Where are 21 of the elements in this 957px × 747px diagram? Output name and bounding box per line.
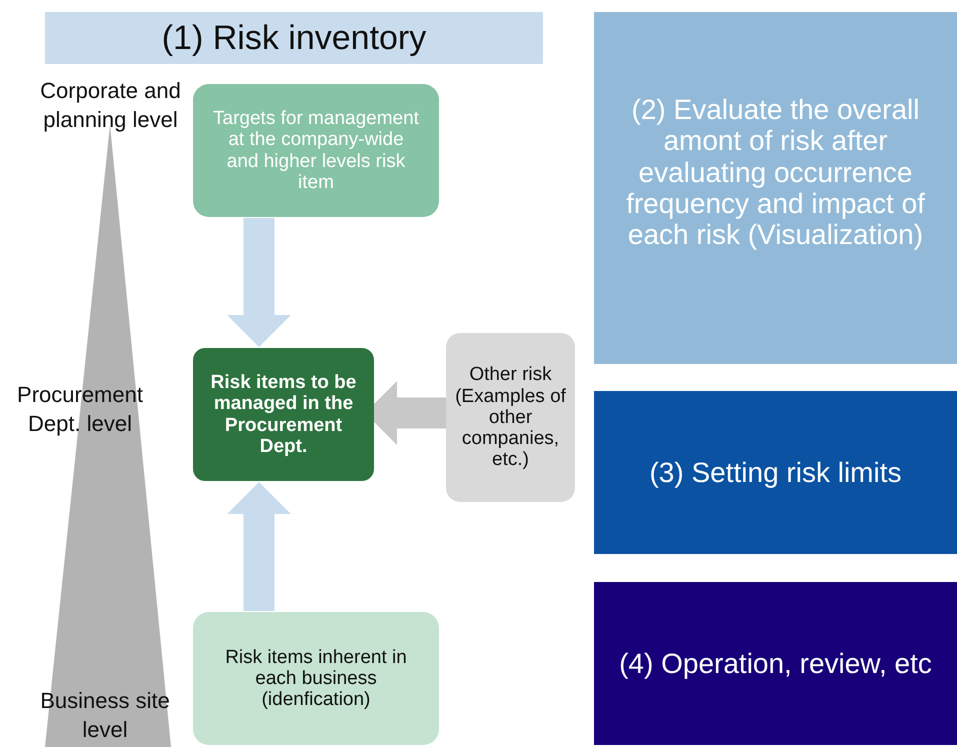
level-label: Corporate and planning level bbox=[39, 77, 182, 134]
process-box bbox=[193, 612, 439, 745]
level-label: Procurement Dept. level bbox=[16, 381, 144, 438]
process-box bbox=[193, 84, 439, 217]
node-text: (2) Evaluate the overall amont of risk after evaluating occurrence frequency and impact of each risk (Visualization) bbox=[625, 94, 926, 251]
node-text: (1) Risk inventory bbox=[162, 18, 426, 58]
block-arrow bbox=[227, 482, 291, 611]
node-text: Targets for management at the company-wide and higher levels risk item bbox=[213, 108, 419, 194]
node-text: Other risk (Examples of other companies, etc.) bbox=[454, 364, 567, 471]
level-label: Business site level bbox=[40, 687, 170, 744]
node-text: Risk items to be managed in the Procurement Dept. bbox=[210, 372, 358, 458]
node-text: (4) Operation, review, etc bbox=[619, 648, 932, 680]
step-panel bbox=[594, 12, 957, 364]
step-banner bbox=[45, 12, 543, 64]
node-text: Risk items inherent in each business (idenfication) bbox=[224, 646, 408, 710]
step-panel bbox=[594, 391, 957, 554]
step-panel bbox=[594, 582, 957, 745]
node-text: (3) Setting risk limits bbox=[649, 456, 902, 488]
process-box bbox=[193, 348, 374, 481]
process-box bbox=[446, 333, 575, 502]
block-arrow bbox=[227, 218, 291, 347]
